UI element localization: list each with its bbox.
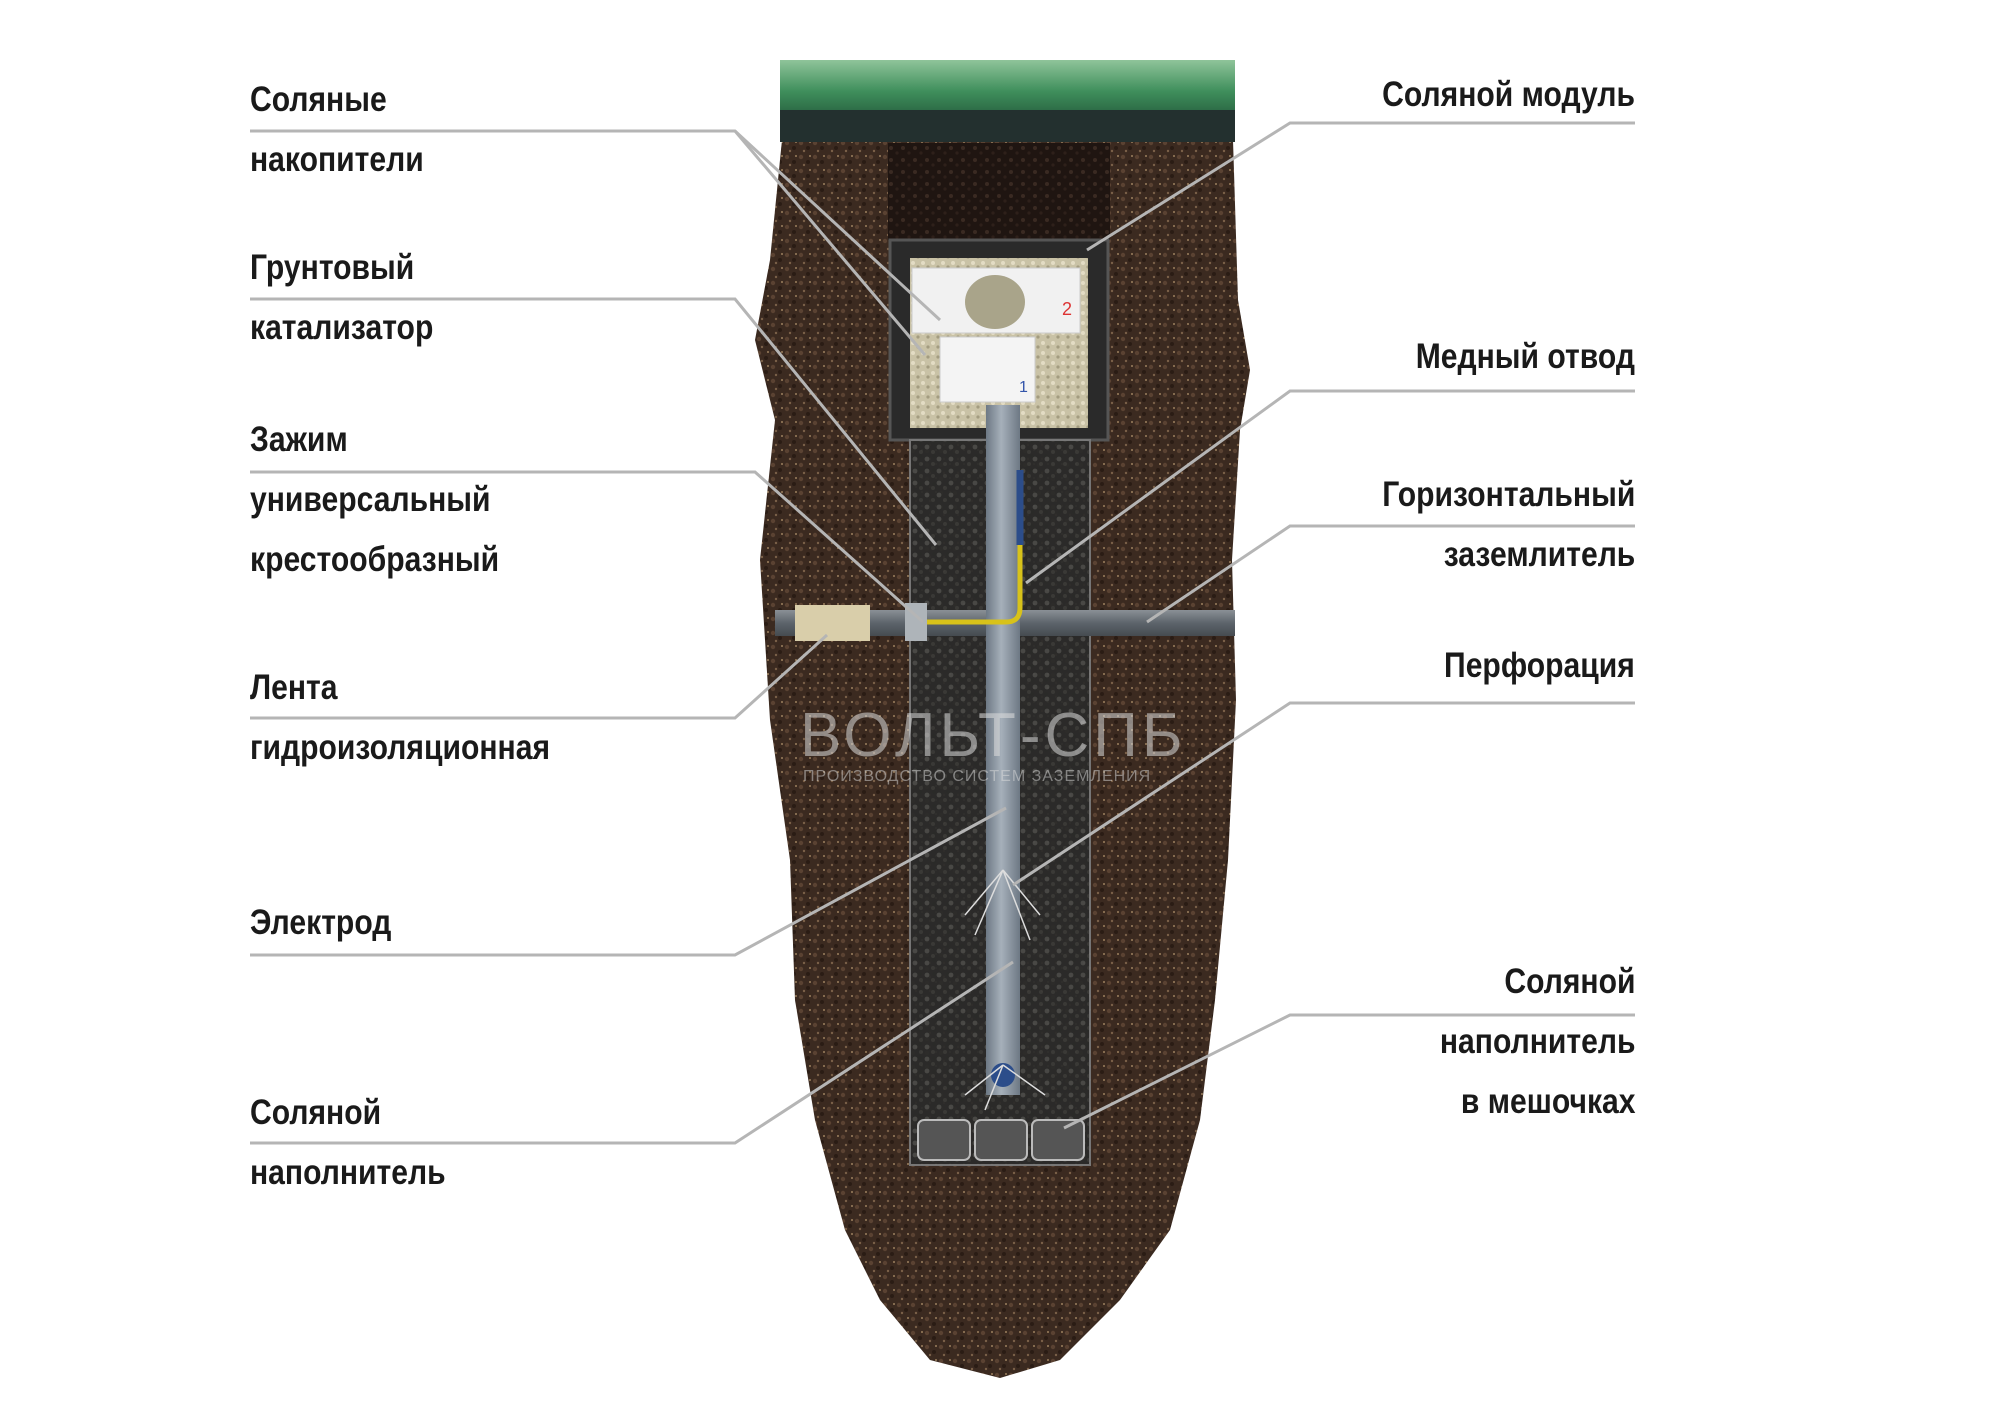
electrode-pipe (986, 405, 1020, 1095)
watermark-tagline: ПРОИЗВОДСТВО СИСТЕМ ЗАЗЕМЛЕНИЯ (803, 768, 1152, 785)
copper-lead-wire (925, 520, 1023, 625)
topsoil (780, 110, 1235, 142)
label-electrode: Электрод (250, 903, 392, 942)
waterproof-tape (795, 605, 870, 641)
salt-bags (917, 1119, 1085, 1161)
sachet-1-number: 1 (1019, 379, 1028, 396)
sachet-1 (939, 336, 1036, 403)
label-perforation: Перфорация (1444, 646, 1635, 685)
label-copper-lead: Медный отвод (1415, 337, 1635, 376)
grass (780, 60, 1235, 112)
leader-lines (250, 121, 1635, 1145)
backfill (888, 143, 1110, 240)
label-salt-module: Соляной модуль (1382, 75, 1635, 114)
perforation-flow (964, 869, 1046, 1111)
sachet-2-number: 2 (1062, 299, 1072, 319)
watermark-brand: ВОЛЬТ-СПБ (800, 701, 1187, 770)
